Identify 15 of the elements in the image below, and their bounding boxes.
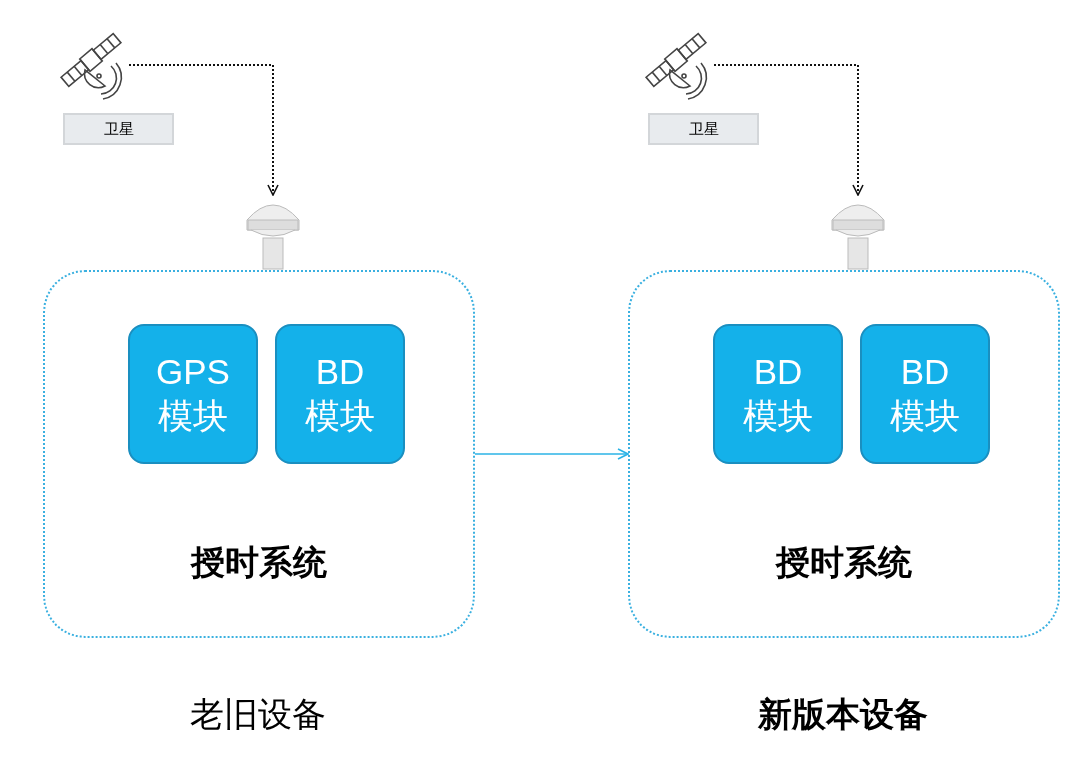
module-box: BD 模块 bbox=[275, 324, 405, 464]
module-box: BD 模块 bbox=[860, 324, 990, 464]
arrow bbox=[713, 64, 864, 196]
module-box: BD 模块 bbox=[713, 324, 843, 464]
caption-text: 老旧设备 bbox=[190, 694, 326, 735]
container-title: 授时系统 bbox=[776, 542, 912, 583]
label-box: 卫星 bbox=[63, 113, 174, 145]
arrow bbox=[128, 64, 279, 196]
caption-text: 新版本设备 bbox=[758, 694, 928, 735]
arrow bbox=[474, 448, 629, 460]
container-title: 授时系统 bbox=[191, 542, 327, 583]
dotted-container bbox=[628, 270, 1060, 638]
label-box: 卫星 bbox=[648, 113, 759, 145]
dotted-container bbox=[43, 270, 475, 638]
module-box: GPS 模块 bbox=[128, 324, 258, 464]
